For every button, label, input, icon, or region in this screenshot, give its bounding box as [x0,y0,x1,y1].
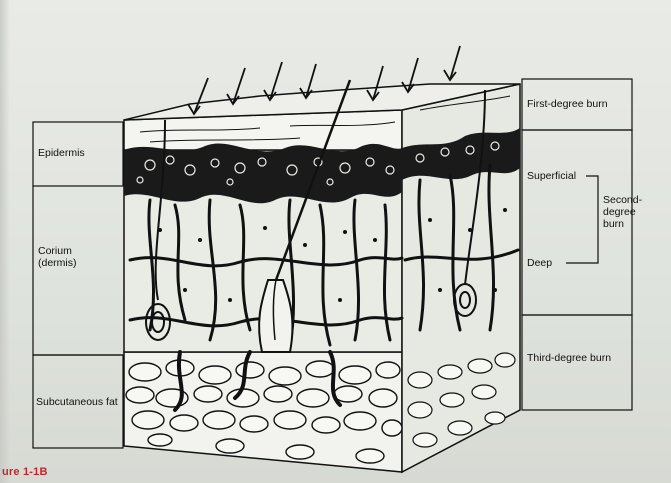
figure-caption: ure 1-1B [2,466,48,478]
subcutaneous-fat-label: Subcutaneous fat [36,396,118,408]
superficial-label: Superficial [527,170,576,182]
corium-label: Corium (dermis) [38,245,77,269]
skin-block [124,80,520,472]
epidermis-label: Epidermis [38,147,85,159]
first-degree-burn-label: First-degree burn [527,98,608,110]
second-degree-bracket [566,176,598,263]
third-degree-burn-label: Third-degree burn [527,352,611,364]
second-degree-burn-label: Second- degree burn [603,194,643,230]
deep-label: Deep [527,257,552,269]
